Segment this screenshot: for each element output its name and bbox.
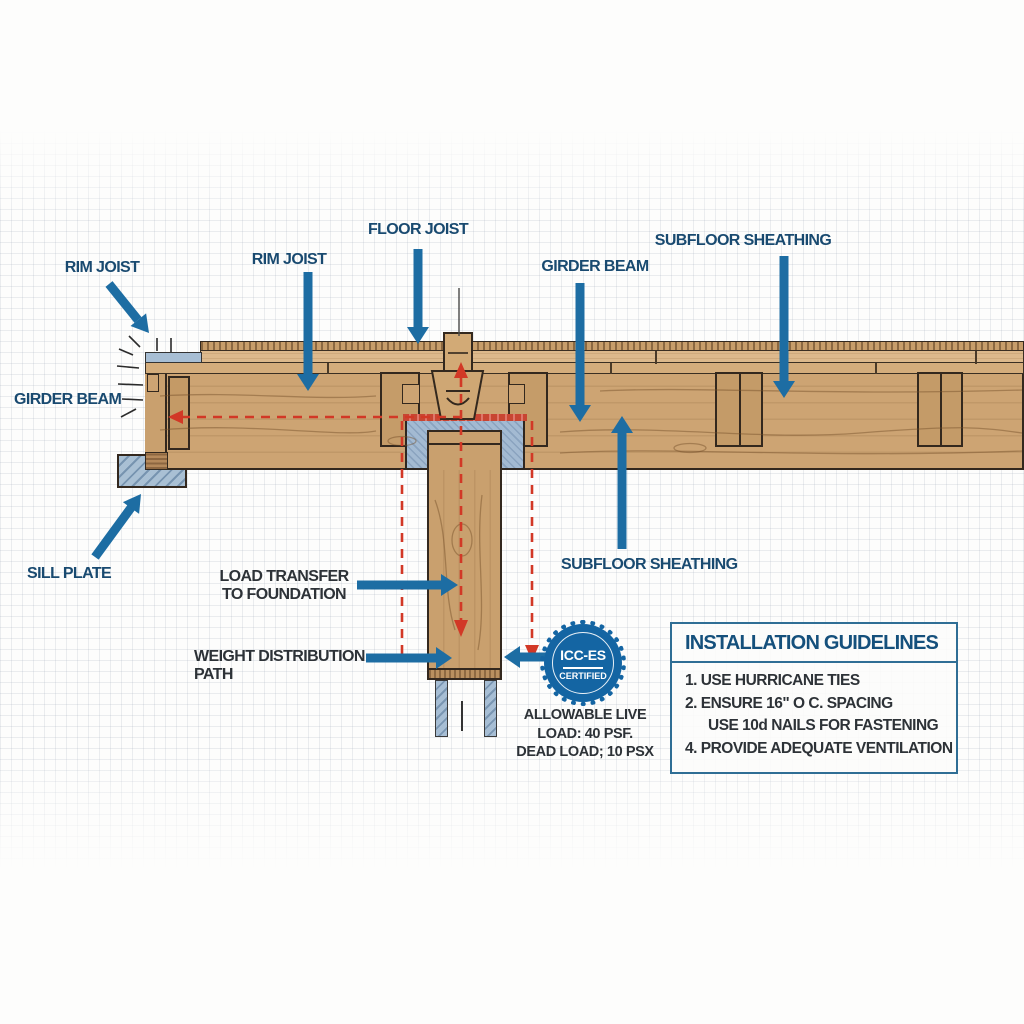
- label-subfloor-sheathing-top: SUBFLOOR SHEATHING: [654, 232, 832, 249]
- post-top-in-cap: [427, 430, 502, 470]
- label-girder-beam-right: GIRDER BEAM: [541, 258, 649, 275]
- badge-inner-ring: [552, 632, 614, 694]
- emphasis-tick-marks: [116, 335, 172, 418]
- rim-joist-left-arrow: [105, 281, 149, 333]
- plank-seam: [975, 351, 977, 364]
- plank-seam: [875, 363, 877, 374]
- subfloor-sheathing-up-arrow: [611, 416, 633, 549]
- subfloor-sheathing-top-arrow: [773, 256, 795, 398]
- badge-divider: [563, 667, 603, 669]
- rim-detail-block: [147, 374, 159, 392]
- beam-end-grain: [145, 452, 168, 470]
- guideline-item: 1. USE HURRICANE TIES: [685, 672, 860, 689]
- pocket-notch-left: [402, 384, 420, 404]
- guideline-item: 2. ENSURE 16" O C. SPACING: [685, 694, 893, 712]
- guideline-item: 4. PROVIDE ADEQUATE VENTILATION: [685, 739, 953, 757]
- label-subfloor-sheathing-lower: SUBFLOOR SHEATHING: [561, 556, 738, 573]
- wood-grain-lines: [159, 388, 1023, 651]
- load-transfer-line1: LOAD TRANSFER: [219, 568, 349, 585]
- pocket-notch-right: [508, 384, 525, 404]
- load-path-dashed-lines: [183, 378, 534, 662]
- weight-distribution-arrow: [366, 647, 452, 669]
- label-sill-plate: SILL PLATE: [27, 565, 112, 582]
- support-post-base: [427, 668, 502, 680]
- guideline-item: USE 10d NAILS FOR FASTENING: [708, 717, 939, 734]
- joist-cross-section-pair: [715, 372, 763, 447]
- label-floor-joist: FLOOR JOIST: [367, 221, 469, 238]
- girder-beam-right-arrow: [569, 283, 591, 422]
- load-note-line2: LOAD: 40 PSF.: [537, 725, 633, 742]
- graph-paper-background: [0, 130, 1024, 870]
- installation-guidelines-box: INSTALLATION GUIDELINES 1. USE HURRICANE…: [670, 622, 958, 774]
- post-anchor-pin-right: [484, 680, 497, 737]
- label-rim-joist-left: RIM JOIST: [64, 259, 140, 276]
- label-rim-joist-center: RIM JOIST: [251, 251, 327, 268]
- icc-es-certified-badge-icon: ICC-ES CERTIFIED: [540, 620, 626, 706]
- badge-name: ICC-ES: [560, 647, 606, 663]
- label-arrows: [91, 249, 795, 669]
- load-transfer-line2: TO FOUNDATION: [221, 586, 347, 603]
- joist-cross-section-pair: [917, 372, 963, 447]
- label-girder-beam-left: GIRDER BEAM: [14, 391, 122, 408]
- load-note-line3: DEAD LOAD; 10 PSX: [516, 744, 654, 760]
- rim-joist-center-arrow: [297, 272, 319, 391]
- load-note-line1: ALLOWABLE LIVE: [523, 707, 647, 723]
- label-weight-distribution: WEIGHT DISTRIBUTION PATH: [194, 648, 374, 684]
- weight-distribution-line1: WEIGHT DISTRIBUTION: [194, 648, 365, 665]
- joist-hanger-seat: [430, 370, 485, 420]
- allowable-load-note: ALLOWABLE LIVE LOAD: 40 PSF. DEAD LOAD; …: [505, 706, 665, 762]
- sill-seal-strip: [145, 352, 202, 363]
- support-post: [427, 470, 502, 680]
- plank-seam: [610, 363, 612, 374]
- load-transfer-arrow: [357, 574, 458, 596]
- post-anchor-pin-left: [435, 680, 448, 737]
- floor-joist-arrow: [407, 249, 429, 344]
- label-load-transfer: LOAD TRANSFER TO FOUNDATION: [218, 568, 350, 604]
- guidelines-title: INSTALLATION GUIDELINES: [672, 624, 956, 663]
- guidelines-list: 1. USE HURRICANE TIES 2. ENSURE 16" O C.…: [672, 663, 956, 766]
- plank-seam: [327, 363, 329, 374]
- sill-plate-arrow: [91, 494, 141, 560]
- weight-distribution-line2: PATH: [194, 666, 233, 683]
- load-path-arrowheads: [168, 362, 539, 661]
- rim-board: [145, 372, 167, 468]
- plank-seam: [655, 351, 657, 364]
- badge-certified: CERTIFIED: [559, 671, 607, 681]
